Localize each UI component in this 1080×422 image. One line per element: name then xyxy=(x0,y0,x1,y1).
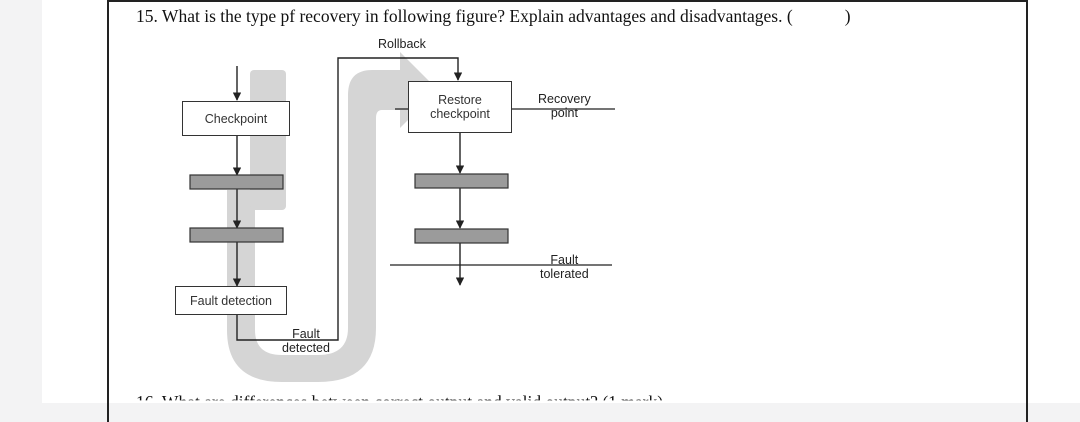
restore-checkpoint-box: Restore checkpoint xyxy=(408,81,512,133)
recovery-point-label: Recovery point xyxy=(538,92,591,120)
question-text: 15. What is the type pf recovery in foll… xyxy=(136,6,793,26)
question-close: ) xyxy=(844,6,851,26)
question-16-partial: 16. What are differences between correct… xyxy=(136,392,664,412)
fault-tolerated-label: Fault tolerated xyxy=(540,253,589,281)
right-process-block-2 xyxy=(414,228,509,244)
question-frame xyxy=(107,0,1028,422)
checkpoint-box: Checkpoint xyxy=(182,101,290,136)
question-15: 15. What is the type pf recovery in foll… xyxy=(136,6,851,27)
rollback-line xyxy=(236,57,463,341)
page xyxy=(42,0,1080,403)
fault-detected-label: Fault detected xyxy=(282,327,330,355)
recovery-figure xyxy=(189,52,615,382)
checkpoint-label: checkpoint xyxy=(430,107,490,121)
fault-detection-box: Fault detection xyxy=(175,286,287,315)
restore-label: Restore xyxy=(438,93,482,107)
left-process-block-2 xyxy=(189,227,284,243)
left-process-block-1 xyxy=(189,174,284,190)
right-process-block-1 xyxy=(414,173,509,189)
rollback-label: Rollback xyxy=(378,37,426,51)
